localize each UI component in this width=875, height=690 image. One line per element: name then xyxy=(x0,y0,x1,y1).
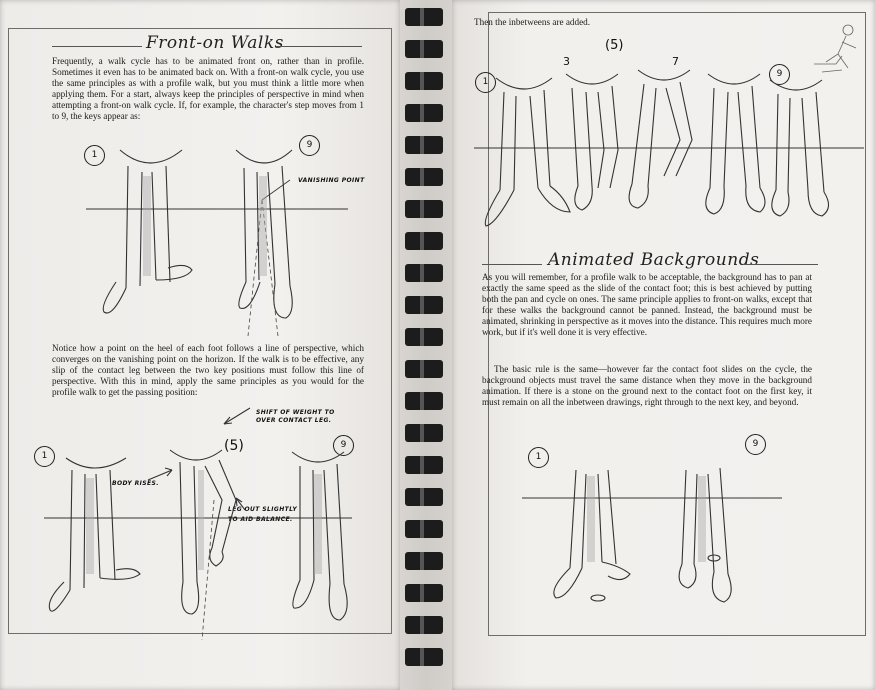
backgrounds-paragraph-1: As you will remember, for a profile walk… xyxy=(482,272,812,338)
binding-ring xyxy=(405,104,443,122)
binding-ring xyxy=(405,584,443,602)
binding-ring xyxy=(405,488,443,506)
binding-ring xyxy=(405,264,443,282)
binding-ring xyxy=(405,168,443,186)
background-key-1: 1 xyxy=(528,447,549,468)
binding-ring xyxy=(405,552,443,570)
heading-rule-left xyxy=(52,46,142,47)
right-page-frame xyxy=(488,12,866,636)
binding-ring xyxy=(405,136,443,154)
binding-ring xyxy=(405,296,443,314)
binding-ring xyxy=(405,648,443,666)
left-page: Front-on Walks Frequently, a walk cycle … xyxy=(0,0,400,690)
body-rises-label: BODY RISES. xyxy=(112,480,159,487)
perspective-paragraph: Notice how a point on the heel of each f… xyxy=(52,343,364,398)
key-1-marker-2: 1 xyxy=(34,446,55,467)
key-1-marker: 1 xyxy=(84,145,105,166)
binding-ring xyxy=(405,424,443,442)
bg-heading-rule-right xyxy=(744,264,818,265)
key-9-marker-2: 9 xyxy=(333,435,354,456)
binding-ring xyxy=(405,232,443,250)
front-on-keys-drawing xyxy=(86,149,348,337)
left-page-frame xyxy=(8,28,392,634)
inbetween-7: 7 xyxy=(672,55,679,68)
inbetween-key-9: 9 xyxy=(769,64,790,85)
leg-out-label: LEG OUT SLIGHTLY TO AID BALANCE. xyxy=(228,506,298,523)
binding-ring xyxy=(405,392,443,410)
binding-ring xyxy=(405,8,443,26)
backgrounds-paragraph-2: The basic rule is the same—however far t… xyxy=(482,364,812,408)
binding-ring xyxy=(405,360,443,378)
binding-ring xyxy=(405,72,443,90)
background-stone-drawing xyxy=(522,467,782,603)
inbetween-5: (5) xyxy=(605,38,624,53)
corner-sketch-thumbnail xyxy=(814,24,857,73)
binding-ring xyxy=(405,40,443,58)
binding-ring xyxy=(405,520,443,538)
vanishing-point-label: VANISHING POINT xyxy=(298,177,365,184)
binding-ring xyxy=(405,456,443,474)
binding-ring xyxy=(405,328,443,346)
inbetween-key-1: 1 xyxy=(475,72,496,93)
binding-ring xyxy=(405,616,443,634)
front-on-walks-heading: Front-on Walks xyxy=(146,33,284,53)
background-key-9: 9 xyxy=(745,434,766,455)
inbetween-3: 3 xyxy=(563,55,570,68)
front-on-intro-paragraph: Frequently, a walk cycle has to be anima… xyxy=(52,56,364,122)
shift-of-weight-label: SHIFT OF WEIGHT TO OVER CONTACT LEG. xyxy=(256,409,335,424)
spiral-binding xyxy=(400,0,452,690)
right-page: Then the inbetweens are added. 1 3 (5) 7… xyxy=(452,0,875,690)
bg-heading-rule-left xyxy=(482,264,542,265)
passing-position-drawing xyxy=(44,407,352,641)
passing-position-5: (5) xyxy=(224,438,244,454)
inbetweens-caption: Then the inbetweens are added. xyxy=(474,17,591,27)
key-9-marker: 9 xyxy=(299,135,320,156)
heading-rule-right xyxy=(276,46,362,47)
binding-ring xyxy=(405,200,443,218)
animated-backgrounds-heading: Animated Backgrounds xyxy=(548,250,760,270)
inbetweens-drawing xyxy=(474,69,864,227)
